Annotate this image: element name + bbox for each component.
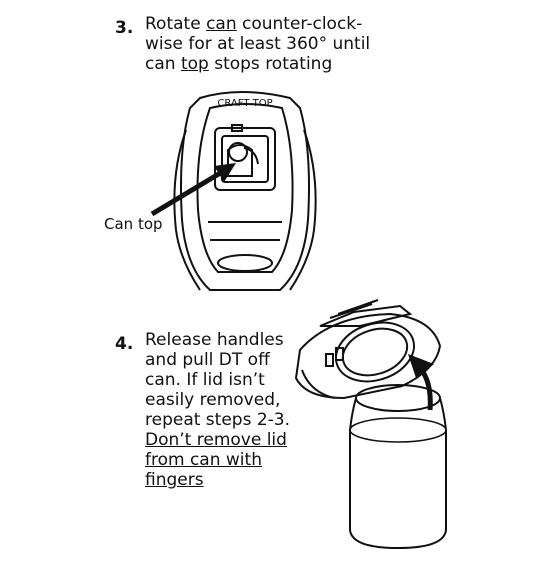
- can-top-callout: Can top: [104, 215, 163, 233]
- step-4-line: Release handles: [145, 330, 284, 350]
- device-label: CRAFT TOP: [217, 98, 272, 109]
- step-3-line-2: wise for at least 360° until: [145, 34, 371, 54]
- step-3-number: 3.: [115, 18, 134, 38]
- step-4-instruction: Release handles and pull DT off can. If …: [145, 330, 290, 490]
- arrow-to-can-top: [150, 163, 236, 217]
- step-4-warning-line: fingers: [145, 470, 204, 490]
- step-4-line: easily removed,: [145, 390, 281, 410]
- step-4-line: repeat steps 2-3.: [145, 410, 291, 430]
- step-4-line: can. If lid isn’t: [145, 370, 265, 390]
- curved-arrow: [408, 354, 434, 411]
- step-4-line: and pull DT off: [145, 350, 270, 370]
- step-3-line-1: Rotate can counter-clock-: [145, 14, 363, 34]
- step-3-line-3: can top stops rotating: [145, 54, 333, 74]
- can: [349, 384, 447, 550]
- step-4-warning-line: Don’t remove lid: [145, 430, 287, 450]
- step-4-number: 4.: [115, 334, 134, 354]
- step-3-instruction: Rotate can counter-clock- wise for at le…: [145, 14, 370, 74]
- craft-top-device: [173, 91, 317, 291]
- lid-device: [294, 299, 442, 400]
- step-4-warning-line: from can with: [145, 450, 262, 470]
